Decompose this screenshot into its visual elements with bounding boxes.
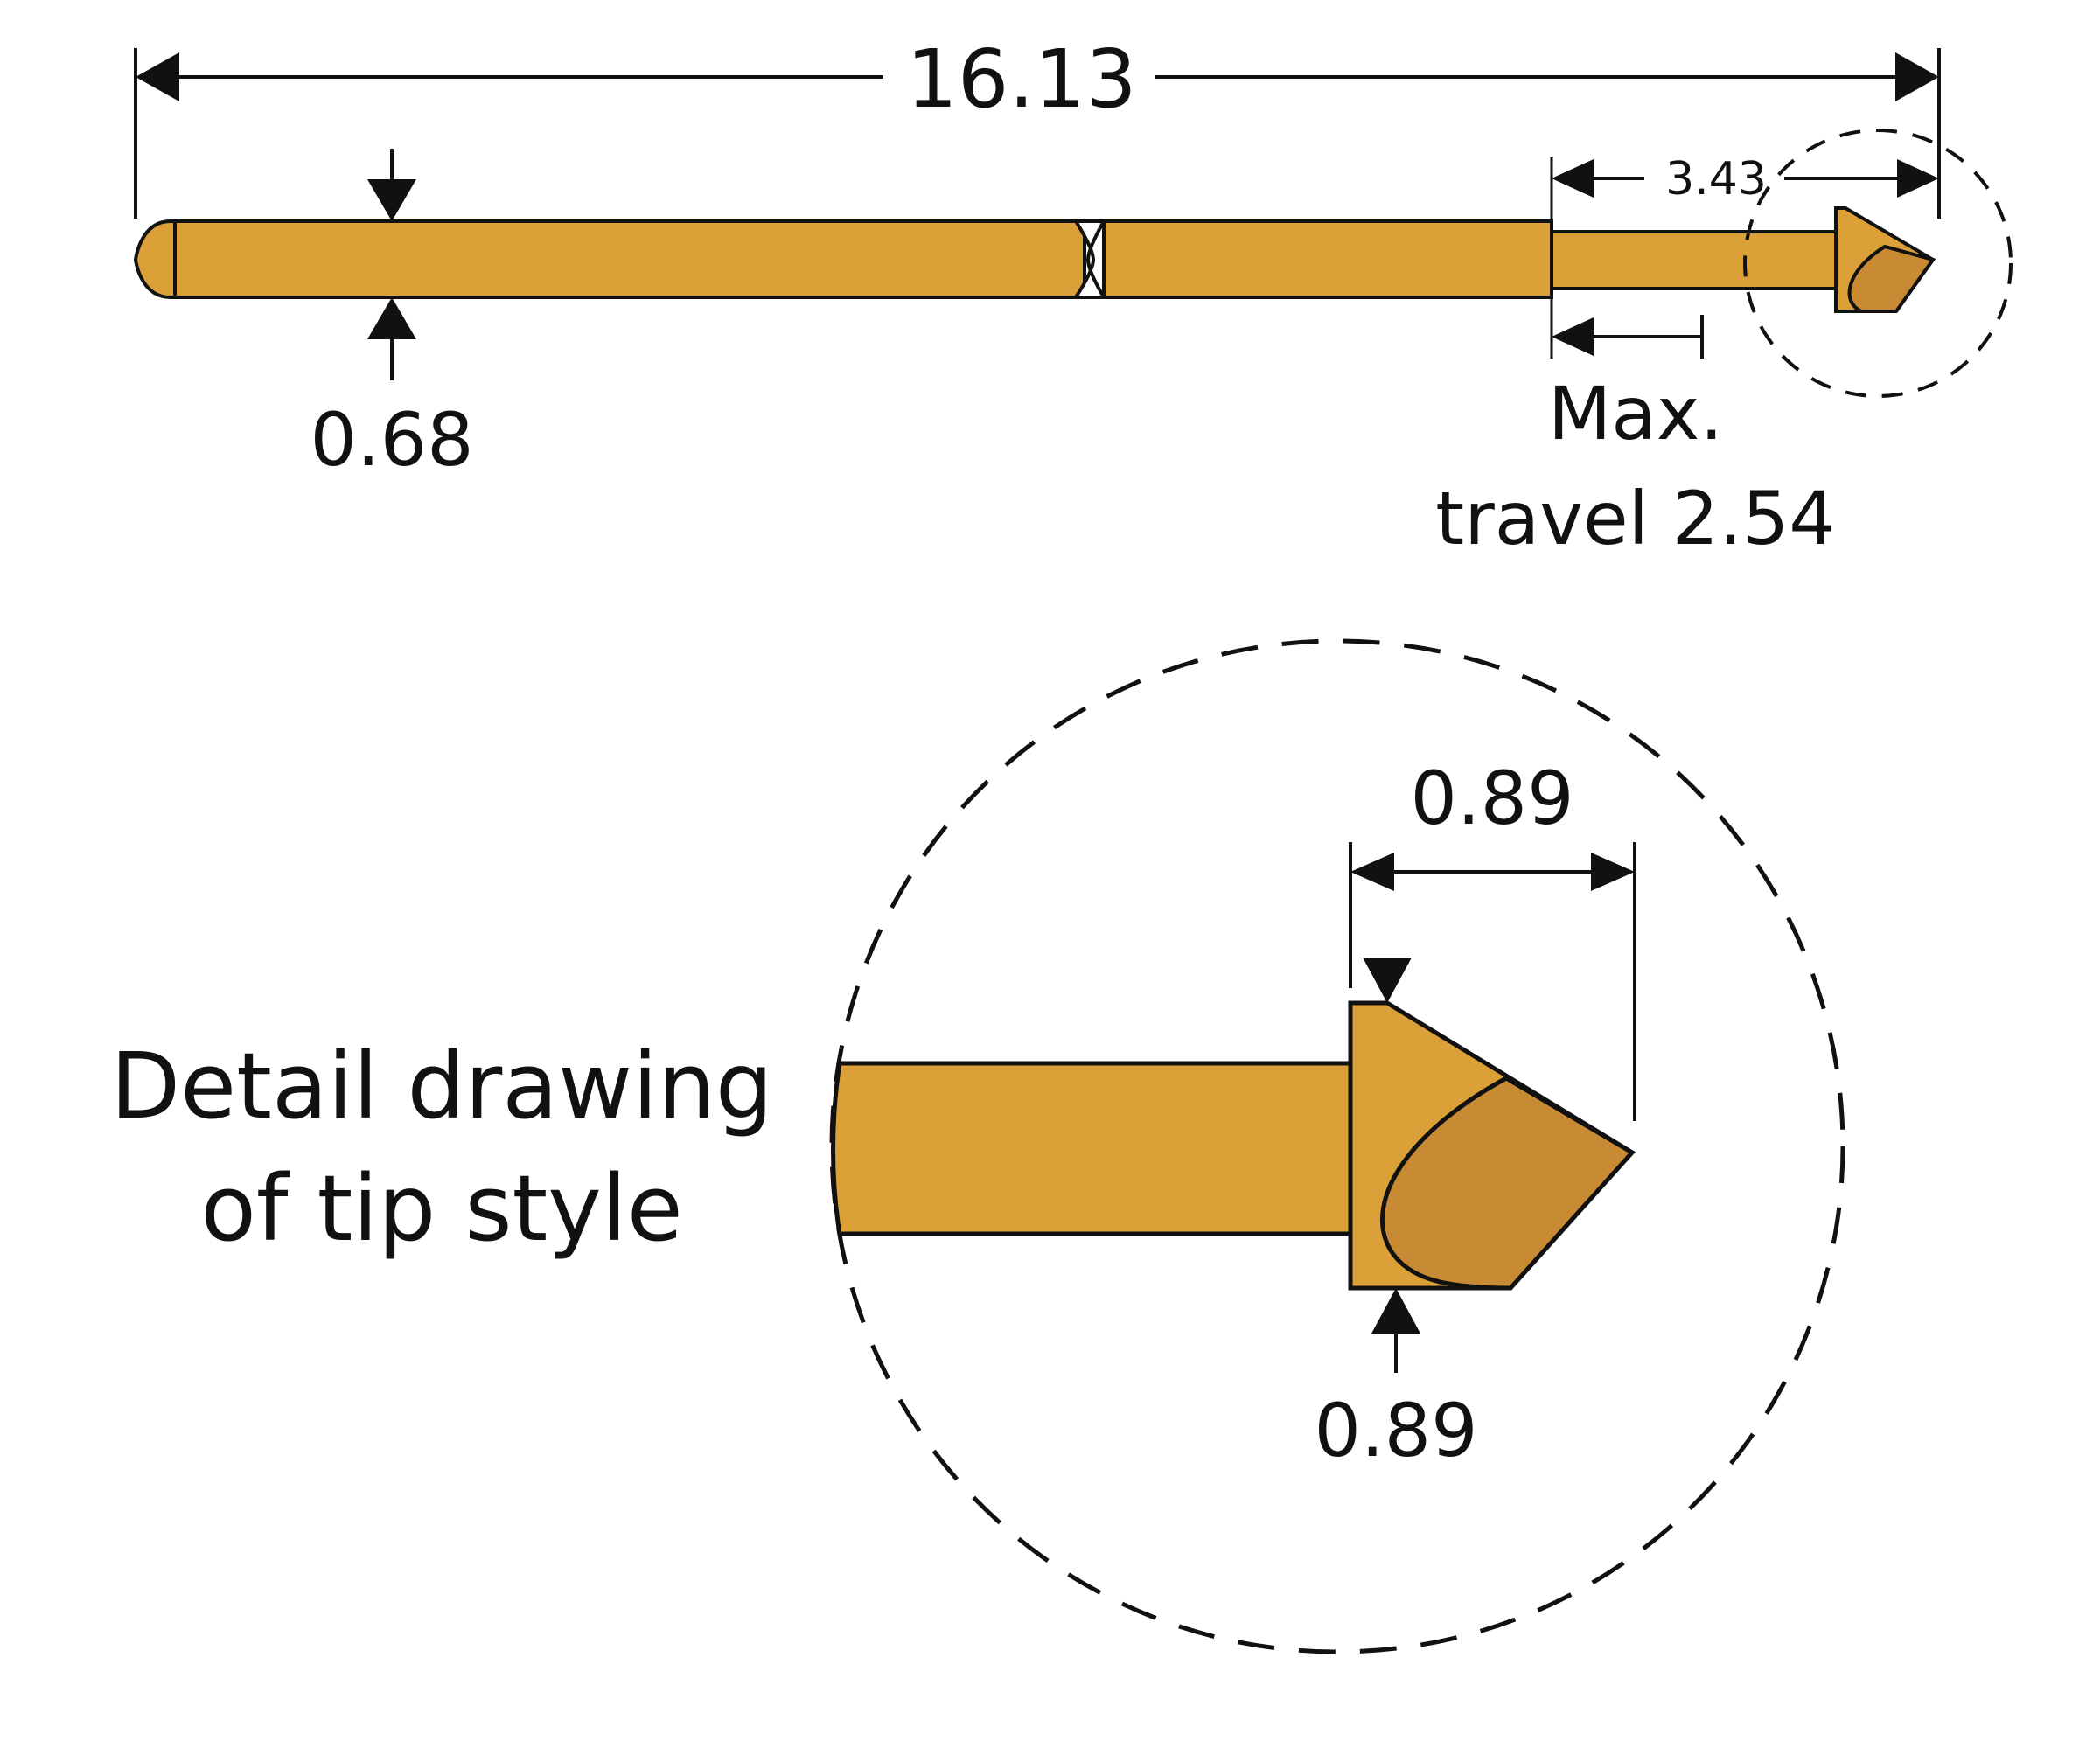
probe-tail [133,219,177,299]
arrow-left-travel [1552,317,1594,356]
detail-plunger [831,1061,1353,1236]
detail-tip-face [1380,1076,1636,1291]
detail-tip-length-label: 0.89 [1410,756,1573,841]
probe-tip-face [1847,244,1936,313]
overall-length-label: 16.13 [906,32,1136,126]
barrel-diameter-label: 0.68 [310,397,473,483]
detail-view-circle [829,638,1845,1654]
detail-callout-circle [1743,129,2013,398]
max-travel-label-line2: travel 2.54 [1435,476,1835,561]
arrow-left-overall [136,52,179,101]
arrow-right-tip-length [1897,159,1939,198]
tip-length-label: 3.43 [1665,153,1767,205]
plunger [1550,230,1838,290]
barrel-right [1102,219,1553,299]
arrow-down-barrel-diameter [367,179,416,221]
detail-tip [831,1000,1636,1291]
arrow-up-barrel-diameter [367,297,416,339]
arrow-left-detail-length [1350,853,1394,891]
arrow-up-detail-diameter [1371,1288,1420,1334]
max-travel-label-line1: Max. [1548,371,1723,456]
barrel-left [173,219,1086,299]
full-probe [133,206,1936,313]
arrow-right-detail-length [1591,853,1635,891]
detail-tip-diameter-label: 0.89 [1314,1388,1477,1473]
arrow-left-tip-length [1552,159,1594,198]
detail-title-line1: Detail drawing [110,1033,773,1139]
detail-title-line2: of tip style [200,1155,682,1262]
arrow-right-overall [1895,52,1939,101]
arrow-down-detail-diameter [1363,958,1412,1003]
